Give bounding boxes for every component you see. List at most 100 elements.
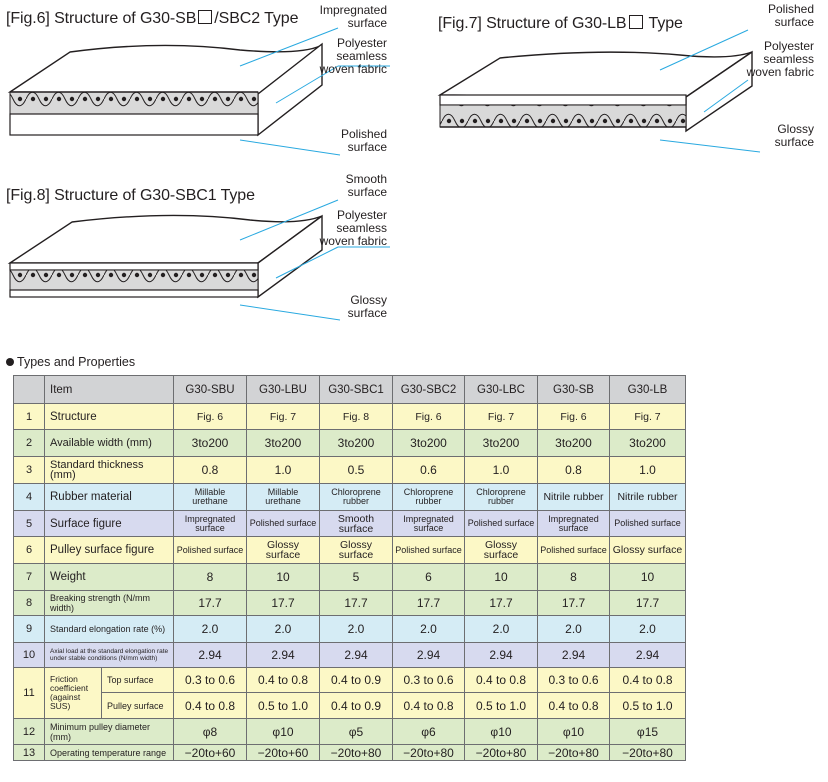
value-cell: −20to+80 [392,744,465,761]
value-cell: 0.3 to 0.6 [392,667,465,693]
fig7-title-prefix: [Fig.7] Structure of G30-LB [438,15,627,32]
fig8-callout-glossy: Glossy surface [348,294,387,320]
row-label-cell: Rubber material [44,483,174,511]
value-cell: 3to200 [609,429,686,457]
value-cell: 3to200 [319,429,393,457]
value-cell: φ10 [537,718,610,745]
value-cell: 17.7 [246,590,320,616]
value-cell: −20to+60 [173,744,247,761]
types-properties-heading: Types and Properties [6,355,135,369]
value-cell: φ8 [173,718,247,745]
callout-line: woven fabric [746,65,814,79]
value-cell: 10 [609,563,686,591]
callout-line: woven fabric [319,234,387,248]
value-cell: Glossy surface [246,536,320,564]
callout-line: Polished [340,127,387,141]
value-cell: Polished surface [246,510,320,537]
value-cell: φ10 [464,718,538,745]
value-cell: 2.94 [246,642,320,668]
row-label-cell: Structure [44,403,174,430]
value-cell: Fig. 7 [246,403,320,430]
value-cell: 2.94 [609,642,686,668]
value-cell: Millable urethane [246,483,320,511]
value-cell: 2.0 [537,615,610,643]
bullet-icon [6,358,14,366]
value-cell: −20to+80 [609,744,686,761]
value-cell: 10 [464,563,538,591]
value-cell: 2.0 [246,615,320,643]
value-cell: 0.4 to 0.9 [319,692,393,719]
fig6-callout-impregnated: Impregnated surface [320,4,387,30]
header-blank-cell [13,375,45,404]
value-cell: Fig. 6 [392,403,465,430]
callout-line: seamless [763,52,814,66]
value-cell: 0.4 to 0.8 [464,667,538,693]
value-cell: 2.0 [319,615,393,643]
header-model-cell: G30-SBC1 [319,375,393,404]
header-model-cell: G30-SBC2 [392,375,465,404]
row-number-cell: 6 [13,536,45,564]
value-cell: Nitrile rubber [609,483,686,511]
row-label-cell: Standard elongation rate (%) [44,615,174,643]
fig6-callout-polished: Polished surface [341,128,387,154]
row-label-cell: Available width (mm) [44,429,174,457]
value-cell: φ6 [392,718,465,745]
value-cell: 1.0 [609,456,686,484]
row-number-cell: 10 [13,642,45,668]
fig8-callout-polyester: Polyester seamless woven fabric [320,209,387,248]
value-cell: 17.7 [392,590,465,616]
value-cell: 0.8 [537,456,610,484]
value-cell: Impregnated surface [537,510,610,537]
value-cell: 3to200 [246,429,320,457]
callout-line: Glossy [777,122,814,136]
callout-line: Polyester [336,208,387,222]
value-cell: Glossy surface [319,536,393,564]
row-label-cell: Surface figure [44,510,174,537]
value-cell: −20to+80 [537,744,610,761]
value-cell: 0.4 to 0.8 [246,667,320,693]
section-title-text: Types and Properties [17,355,136,369]
callout-line: surface [347,185,387,199]
value-cell: −20to+80 [464,744,538,761]
callout-line: Polyester [336,36,387,50]
fig6-title-suffix: /SBC2 Type [214,10,299,27]
row-label-cell: Breaking strength (N/mm width) [44,590,174,616]
value-cell: 2.94 [537,642,610,668]
value-cell: Chloroprene rubber [392,483,465,511]
fig7-callout-polished: Polished surface [768,3,814,29]
blank-box-icon [628,15,643,29]
value-cell: 3to200 [173,429,247,457]
fig6-callout-polyester: Polyester seamless woven fabric [320,37,387,76]
callout-line: Glossy [350,293,387,307]
row-number-cell: 3 [13,456,45,484]
row-number-cell: 5 [13,510,45,537]
callout-line: woven fabric [319,62,387,76]
value-cell: Fig. 6 [173,403,247,430]
header-model-cell: G30-SBU [173,375,247,404]
value-cell: 3to200 [392,429,465,457]
fig7-callout-glossy: Glossy surface [775,123,814,149]
value-cell: 17.7 [173,590,247,616]
fig6-title-prefix: [Fig.6] Structure of G30-SB [6,10,197,27]
value-cell: 3to200 [537,429,610,457]
value-cell: 17.7 [319,590,393,616]
fig7-title: [Fig.7] Structure of G30-LB Type [438,15,683,33]
belt-structure-diagrams [7,27,761,321]
callout-line: seamless [336,221,387,235]
value-cell: Smooth surface [319,510,393,537]
fig8-callout-smooth: Smooth surface [346,173,387,199]
value-cell: Glossy surface [464,536,538,564]
value-cell: 0.5 to 1.0 [464,692,538,719]
value-cell: 3to200 [464,429,538,457]
value-cell: 6 [392,563,465,591]
value-cell: 2.94 [173,642,247,668]
callout-line: Impregnated [319,3,387,17]
header-model-cell: G30-LBC [464,375,538,404]
value-cell: Fig. 6 [537,403,610,430]
